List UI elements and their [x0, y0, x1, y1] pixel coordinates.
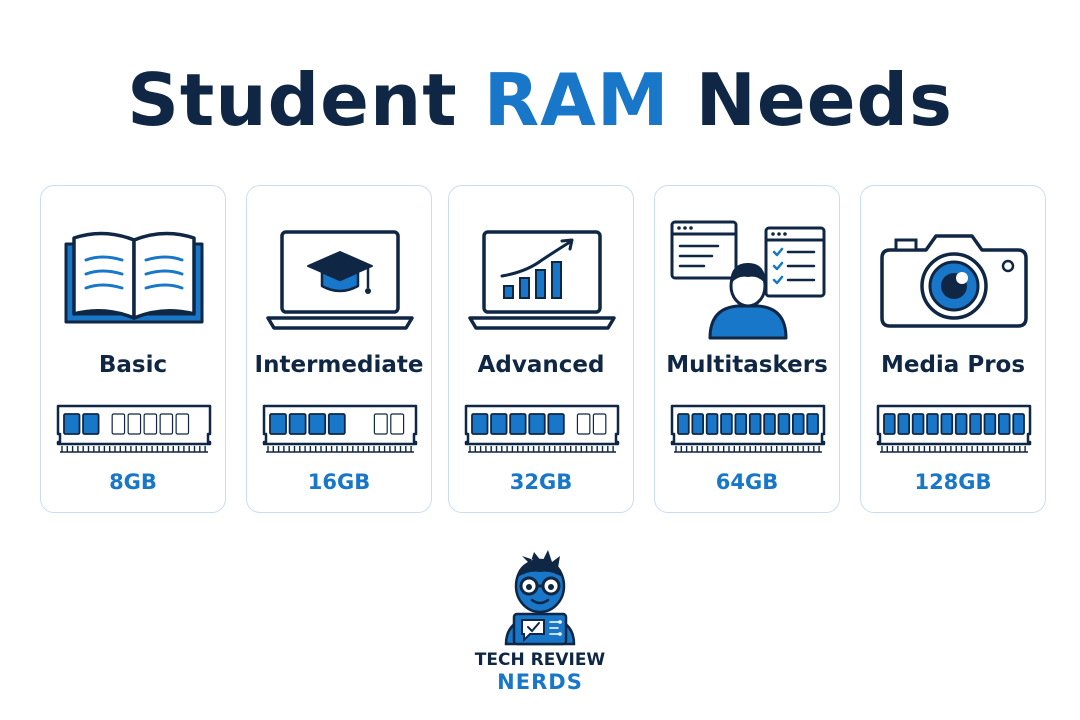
ram-chip-filled	[791, 413, 805, 435]
ram-chip-filled	[806, 413, 819, 435]
card-size: 128GB	[914, 470, 992, 494]
ram-chip-empty	[159, 413, 174, 435]
ram-chip-filled	[997, 413, 1011, 435]
ram-chip-empty	[576, 413, 591, 435]
ram-chip-filled	[509, 413, 527, 435]
title-suffix: Needs	[695, 58, 953, 142]
card-label: Advanced	[477, 352, 605, 378]
ram-chip-filled	[954, 413, 968, 435]
card-label: Multitaskers	[666, 352, 828, 378]
card-advanced: Advanced 32GB	[448, 185, 634, 513]
ram-chip-filled	[528, 413, 546, 435]
tier-cards: Basic 8GB Intermediate 16GB	[40, 185, 1046, 515]
card-intermediate: Intermediate 16GB	[246, 185, 432, 513]
laptop-graduation-cap-icon	[260, 214, 420, 344]
card-size: 8GB	[109, 470, 157, 494]
ram-stick-svg	[670, 404, 826, 453]
ram-chip-empty	[592, 413, 607, 435]
open-book-icon	[54, 214, 214, 344]
ram-chip-filled	[63, 413, 81, 435]
card-media-pros: Media Pros 128GB	[860, 185, 1046, 513]
ram-stick-icon	[56, 404, 212, 460]
logo-line1: TECH REVIEW	[474, 650, 606, 670]
ram-chip-filled	[748, 413, 762, 435]
card-size: 32GB	[509, 470, 573, 494]
ram-chip-empty	[143, 413, 158, 435]
ram-stick-svg	[56, 404, 212, 453]
ram-stick-svg	[262, 404, 418, 453]
ram-chip-empty	[127, 413, 142, 435]
brand-logo: TECH REVIEW NERDS	[470, 548, 610, 698]
ram-chip-filled	[677, 413, 690, 435]
ram-chip-filled	[490, 413, 508, 435]
page-title: Student RAM Needs	[0, 50, 1080, 150]
ram-stick-icon	[876, 404, 1032, 460]
ram-chip-filled	[471, 413, 489, 435]
ram-chip-filled	[777, 413, 791, 435]
card-multitaskers: Multitaskers 64GB	[654, 185, 840, 513]
ram-chip-filled	[734, 413, 748, 435]
laptop-growth-chart-icon	[462, 214, 622, 344]
ram-stick-icon	[670, 404, 826, 460]
ram-chip-filled	[897, 413, 911, 435]
ram-chip-filled	[969, 413, 982, 435]
ram-chip-filled	[82, 413, 100, 435]
card-label: Basic	[98, 352, 168, 378]
ram-chip-empty	[373, 413, 388, 435]
ram-chip-filled	[269, 413, 287, 435]
ram-chip-filled	[327, 413, 346, 435]
ram-chip-filled	[691, 413, 705, 435]
ram-chip-filled	[705, 413, 719, 435]
card-label: Media Pros	[880, 352, 1026, 378]
ram-stick-icon	[464, 404, 620, 460]
ram-chip-filled	[308, 413, 327, 435]
ram-chip-filled	[911, 413, 925, 435]
title-accent: RAM	[483, 58, 670, 142]
ram-chip-filled	[983, 413, 997, 435]
ram-chip-filled	[883, 413, 896, 435]
ram-chip-empty	[111, 413, 126, 435]
ram-chip-filled	[940, 413, 954, 435]
ram-chip-filled	[1012, 413, 1025, 435]
title-prefix: Student	[127, 58, 458, 142]
ram-stick-svg	[876, 404, 1032, 453]
card-size: 64GB	[715, 470, 779, 494]
ram-stick-icon	[262, 404, 418, 460]
user-multiple-windows-icon	[668, 214, 828, 344]
ram-chip-filled	[547, 413, 565, 435]
ram-stick-svg	[464, 404, 620, 453]
ram-chip-filled	[288, 413, 307, 435]
nerd-mascot-icon	[500, 548, 580, 648]
ram-chip-filled	[763, 413, 776, 435]
card-label: Intermediate	[254, 352, 424, 378]
ram-chip-filled	[720, 413, 733, 435]
ram-chip-filled	[926, 413, 939, 435]
ram-chip-empty	[175, 413, 190, 435]
card-basic: Basic 8GB	[40, 185, 226, 513]
ram-chip-empty	[390, 413, 405, 435]
card-size: 16GB	[307, 470, 371, 494]
camera-icon	[874, 214, 1034, 344]
logo-line2: NERDS	[497, 670, 583, 694]
